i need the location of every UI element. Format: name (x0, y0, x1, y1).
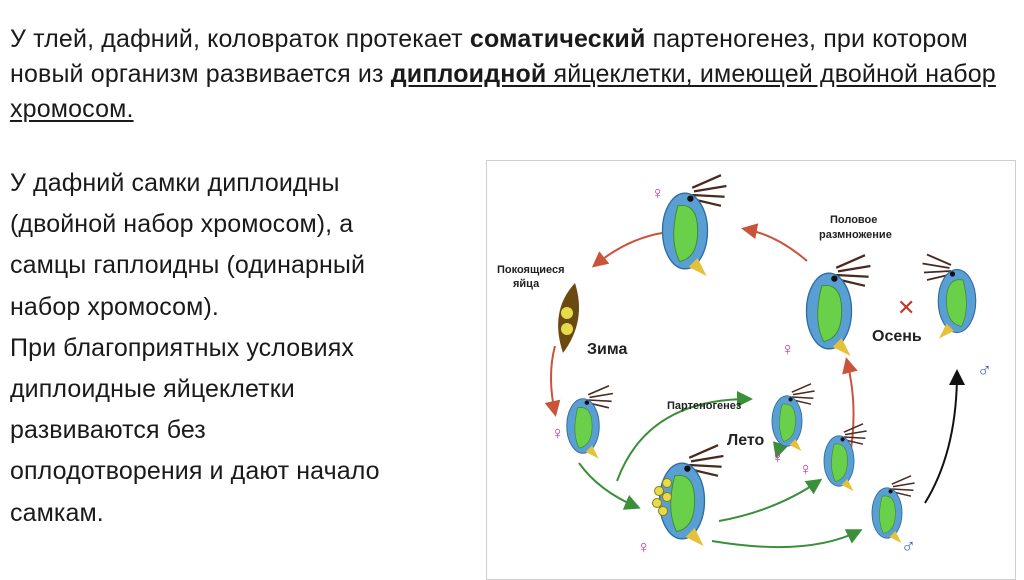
cross-icon: ✕ (897, 295, 915, 320)
female-daphnia-summer-mid (823, 423, 868, 492)
female-symbol-icon: ♀ (637, 537, 651, 557)
intro-bold-diploid: диплоидной (390, 60, 547, 88)
label-winter: Зима (587, 341, 627, 358)
male-daphnia-bottom (871, 475, 916, 544)
intro-paragraph: У тлей, дафний, коловраток протекает сом… (10, 22, 1015, 127)
body-line: При благоприятных условиях (10, 333, 354, 362)
arrow-male-up (924, 369, 965, 504)
female-daphnia-winter (565, 384, 614, 460)
arrow-winter-down (544, 345, 561, 417)
body-line: (двойной набор хромосом), а (10, 210, 354, 239)
arrow-from-autumn (741, 223, 808, 262)
intro-text-1: У тлей, дафний, коловраток протекает (10, 25, 470, 53)
arrow-to-big-female (578, 462, 641, 510)
body-line: самкам. (10, 498, 104, 527)
intro-text-2: партеногенез, при котором новый организм… (10, 25, 968, 88)
body-line: оплодотворения и дают начало (10, 457, 380, 486)
arrow-to-right-middle (718, 478, 823, 522)
label-parthenogenesis: Партеногенез (667, 400, 742, 412)
resting-eggs-shape (558, 283, 579, 353)
life-cycle-diagram: Покоящиеся яйца Зима Половое размножение… (497, 174, 992, 558)
male-daphnia-autumn (921, 253, 977, 340)
female-daphnia-autumn (805, 254, 872, 358)
female-symbol-icon: ♀ (651, 183, 665, 203)
male-symbol-icon: ♂ (901, 536, 916, 558)
body-line: У дафний самки диплоидны (10, 169, 340, 197)
male-symbol-icon: ♂ (977, 360, 992, 382)
label-autumn: Осень (872, 328, 922, 345)
female-daphnia-summer-small (771, 383, 816, 452)
label-resting-eggs-1: Покоящиеся (497, 264, 565, 276)
intro-text-3: яйцеклетки, имеющей двойной набор хромос… (10, 60, 996, 123)
daphnia-description: У дафний самки диплоидны (двойной набор … (10, 163, 480, 534)
female-symbol-icon: ♀ (799, 459, 813, 479)
label-sexual-reproduction-1: Половое (830, 214, 877, 226)
label-resting-eggs-2: яйца (513, 278, 540, 290)
intro-bold-somatic: соматический (469, 25, 646, 53)
label-sexual-reproduction-2: размножение (819, 229, 892, 241)
arrow-to-male (711, 529, 863, 549)
label-summer: Лето (727, 432, 765, 449)
arrow-to-resting-eggs (591, 232, 663, 268)
body-line: самцы гаплоидны (одинарный (10, 251, 366, 280)
body-line: развиваются без (10, 416, 206, 445)
female-daphnia-top (661, 174, 728, 278)
female-symbol-icon: ♀ (771, 447, 785, 467)
body-line: диплоидные яйцеклетки (10, 375, 295, 404)
female-symbol-icon: ♀ (551, 423, 565, 443)
daphnia-life-cycle-figure: Покоящиеся яйца Зима Половое размножение… (486, 160, 1016, 580)
arrow-parthenogenesis (616, 391, 753, 482)
embryos-cluster (652, 478, 672, 516)
female-symbol-icon: ♀ (781, 339, 795, 359)
body-line: набор хромосом). (10, 292, 219, 321)
